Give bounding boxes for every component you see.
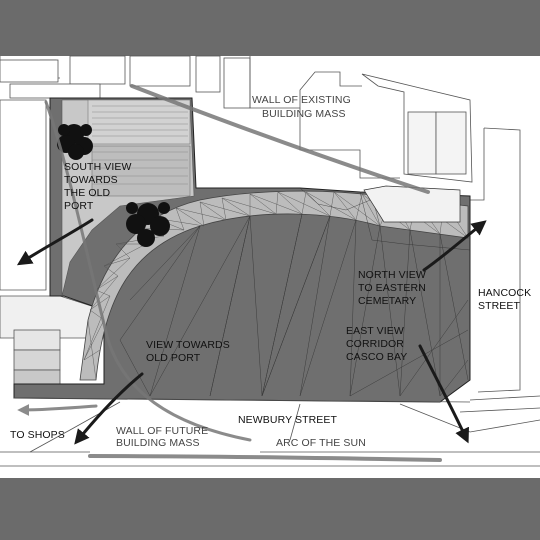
- view-arrow-icon: [422, 220, 487, 272]
- stair-hatching: [92, 105, 188, 185]
- label-east-view: EAST VIEW CORRIDOR CASCO BAY: [346, 325, 407, 363]
- right-blocks: [459, 127, 540, 413]
- tree-icon: [126, 202, 170, 247]
- label-to-shops: TO SHOPS: [10, 429, 65, 441]
- labels: WALL OF EXISTING BUILDING MASS SOUTH VIE…: [10, 94, 534, 449]
- label-wall-existing: WALL OF EXISTING BUILDING MASS: [252, 94, 354, 120]
- label-north-view: NORTH VIEW TO EASTERN CEMETARY: [358, 269, 429, 307]
- to-shops-arrow-icon: [17, 403, 98, 416]
- terrain-mesh: [119, 187, 471, 397]
- label-arc-sun: ARC OF THE SUN: [276, 437, 366, 449]
- label-hancock-street: HANCOCK STREET: [478, 287, 534, 312]
- view-arrow-icon: [74, 372, 144, 445]
- newbury-street-edges: [0, 397, 540, 467]
- label-newbury-street: NEWBURY STREET: [238, 414, 338, 426]
- view-arrow-icon: [418, 344, 469, 444]
- wall-future-marker: [88, 454, 442, 462]
- arc-sun-marker: [44, 100, 252, 442]
- site-building-east: [363, 185, 461, 223]
- label-view-old-port: VIEW TOWARDS OLD PORT: [146, 339, 233, 364]
- wall-existing-marker: [130, 84, 430, 194]
- view-arrow-icon: [16, 218, 94, 266]
- existing-buildings-top: [0, 55, 473, 183]
- marker-lines: [17, 84, 442, 462]
- view-arrows: [16, 218, 487, 445]
- label-south-view: SOUTH VIEW TOWARDS THE OLD PORT: [64, 161, 135, 212]
- site-parcel: [13, 97, 471, 403]
- label-wall-future: WALL OF FUTURE BUILDING MASS: [116, 425, 211, 449]
